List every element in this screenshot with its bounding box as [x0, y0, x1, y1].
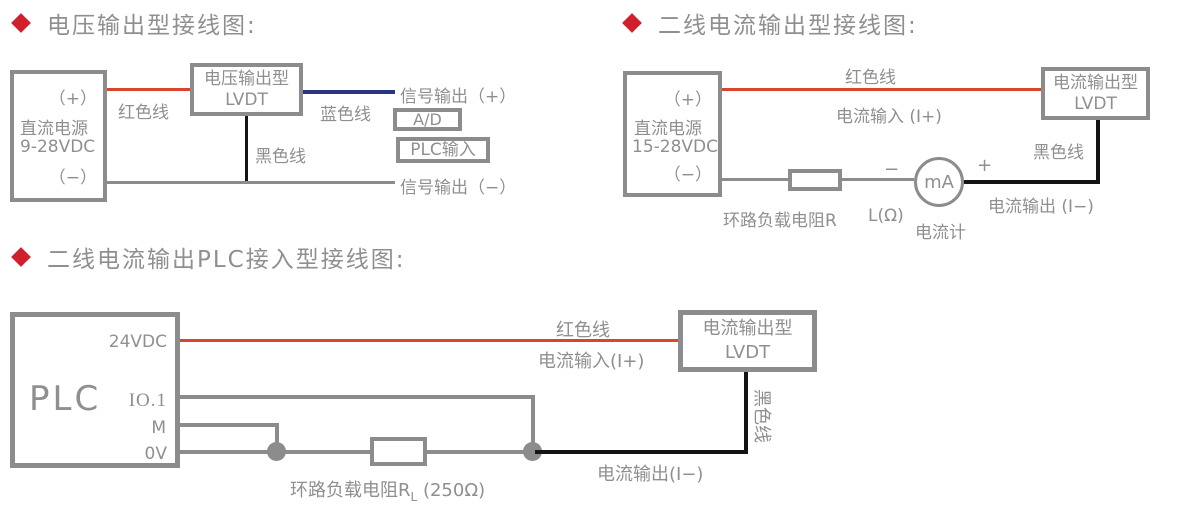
lvdt-box-2: 电流输出型 LVDT — [1041, 67, 1150, 120]
loop-resistor-value: (250Ω) — [422, 480, 486, 501]
power-supply-box-2: （+） 直流电源 15-28VDC （−） — [623, 71, 722, 197]
power2-voltage-range: 15-28VDC — [632, 137, 718, 157]
black-wire-1 — [245, 116, 248, 183]
red-wire-label-2: 红色线 — [845, 68, 896, 88]
diagram1-title: 电压输出型接线图: — [11, 6, 257, 40]
black-wire-label-1: 黑色线 — [255, 147, 306, 167]
plc-terminal-io1: IO.1 — [128, 390, 167, 411]
diagram1-title-text: 电压输出型接线图: — [47, 13, 257, 39]
loop-resistor-subscript: L — [410, 490, 418, 504]
current-output-label-3: 电流输出(I−) — [597, 464, 704, 485]
power-supply-box-1: （+） 直流电源 9-28VDC （−） — [10, 70, 107, 202]
gray-return-wire-1 — [107, 181, 395, 184]
loop-resistor-3 — [370, 437, 427, 466]
gray-wire-2a — [722, 178, 788, 181]
black-wire-2v — [1096, 120, 1100, 184]
diamond-bullet-icon — [11, 247, 31, 267]
power1-name: 直流电源 — [20, 119, 88, 139]
m-wire-h — [180, 423, 279, 427]
ma-meter: mA — [914, 157, 964, 207]
plc-box: PLC 24VDC IO.1 M 0V — [10, 312, 180, 468]
red-wire-2 — [722, 88, 1041, 91]
signal-output-plus-label: 信号输出（+） — [400, 87, 517, 107]
lvdt2-line2: LVDT — [1074, 93, 1117, 114]
lvdt-box-1: 电压输出型 LVDT — [190, 63, 303, 116]
loop-resistor-2 — [788, 169, 842, 191]
current-output-label-2: 电流输出 (I−) — [988, 197, 1094, 217]
diagram3-title: 二线电流输出PLC接入型接线图: — [11, 240, 406, 274]
black-wire-2h — [964, 180, 1100, 184]
red-wire-3 — [180, 339, 678, 342]
blue-wire-1 — [303, 90, 395, 94]
ad-converter-box: A/D — [393, 108, 462, 131]
blue-wire-label-1: 蓝色线 — [320, 105, 371, 125]
power2-minus-terminal: （−） — [663, 165, 712, 185]
diagram3-title-text: 二线电流输出PLC接入型接线图: — [47, 247, 406, 273]
loop-resistor-label-2: 环路负载电阻R — [723, 211, 837, 231]
plc-name: PLC — [29, 379, 102, 419]
ad-box-label: A/D — [413, 110, 442, 129]
black-wire-label-2: 黑色线 — [1033, 143, 1084, 163]
black-wire-3v — [744, 372, 748, 454]
lvdt2-line1: 电流输出型 — [1053, 72, 1138, 93]
gray-wire-2b — [842, 178, 914, 181]
black-wire-3h — [535, 450, 748, 454]
signal-output-minus-label: 信号输出（−） — [400, 178, 517, 198]
0v-wire-h — [180, 450, 535, 454]
plc-input-box: PLC输入 — [396, 137, 490, 163]
red-wire-1 — [107, 88, 190, 91]
junction-dot-1 — [267, 442, 286, 461]
junction-dot-2 — [523, 442, 542, 461]
plc-terminal-0v: 0V — [144, 444, 167, 464]
plc-terminal-m: M — [151, 418, 166, 438]
lvdt3-line1: 电流输出型 — [702, 318, 793, 339]
lvdt-box-3: 电流输出型 LVDT — [678, 310, 817, 372]
red-wire-label-1: 红色线 — [118, 103, 169, 123]
diagram2-title: 二线电流输出型接线图: — [622, 6, 918, 40]
power1-voltage-range: 9-28VDC — [20, 137, 96, 157]
loop-resistor-text: 环路负载电阻R — [290, 480, 411, 501]
lvdt1-line2: LVDT — [225, 89, 268, 110]
loop-resistor-unit-2: L(Ω) — [868, 206, 904, 226]
power2-name: 直流电源 — [634, 119, 702, 139]
power1-plus-terminal: （+） — [48, 89, 97, 109]
meter-name-label: 电流计 — [915, 223, 966, 243]
current-input-label-3: 电流输入(I+) — [538, 351, 645, 372]
lvdt1-line1: 电压输出型 — [204, 68, 289, 89]
meter-plus-sign: + — [977, 155, 993, 176]
io1-wire-h — [180, 395, 535, 399]
red-wire-label-3: 红色线 — [556, 320, 610, 341]
ma-meter-face: mA — [924, 171, 954, 193]
power1-minus-terminal: （−） — [48, 168, 97, 188]
diagram2-title-text: 二线电流输出型接线图: — [658, 13, 918, 39]
io1-wire-v — [531, 395, 535, 453]
loop-resistor-label-3: 环路负载电阻RL (250Ω) — [290, 476, 485, 504]
black-wire-label-3: 黑色线 — [751, 389, 772, 443]
lvdt3-line2: LVDT — [724, 342, 771, 363]
plc-input-label: PLC输入 — [410, 139, 476, 160]
plc-terminal-24vdc: 24VDC — [108, 332, 167, 352]
current-input-label-2: 电流输入 (I+) — [836, 107, 942, 127]
power2-plus-terminal: （+） — [663, 90, 712, 110]
meter-minus-sign: − — [884, 159, 900, 180]
m-wire-v — [275, 423, 279, 454]
